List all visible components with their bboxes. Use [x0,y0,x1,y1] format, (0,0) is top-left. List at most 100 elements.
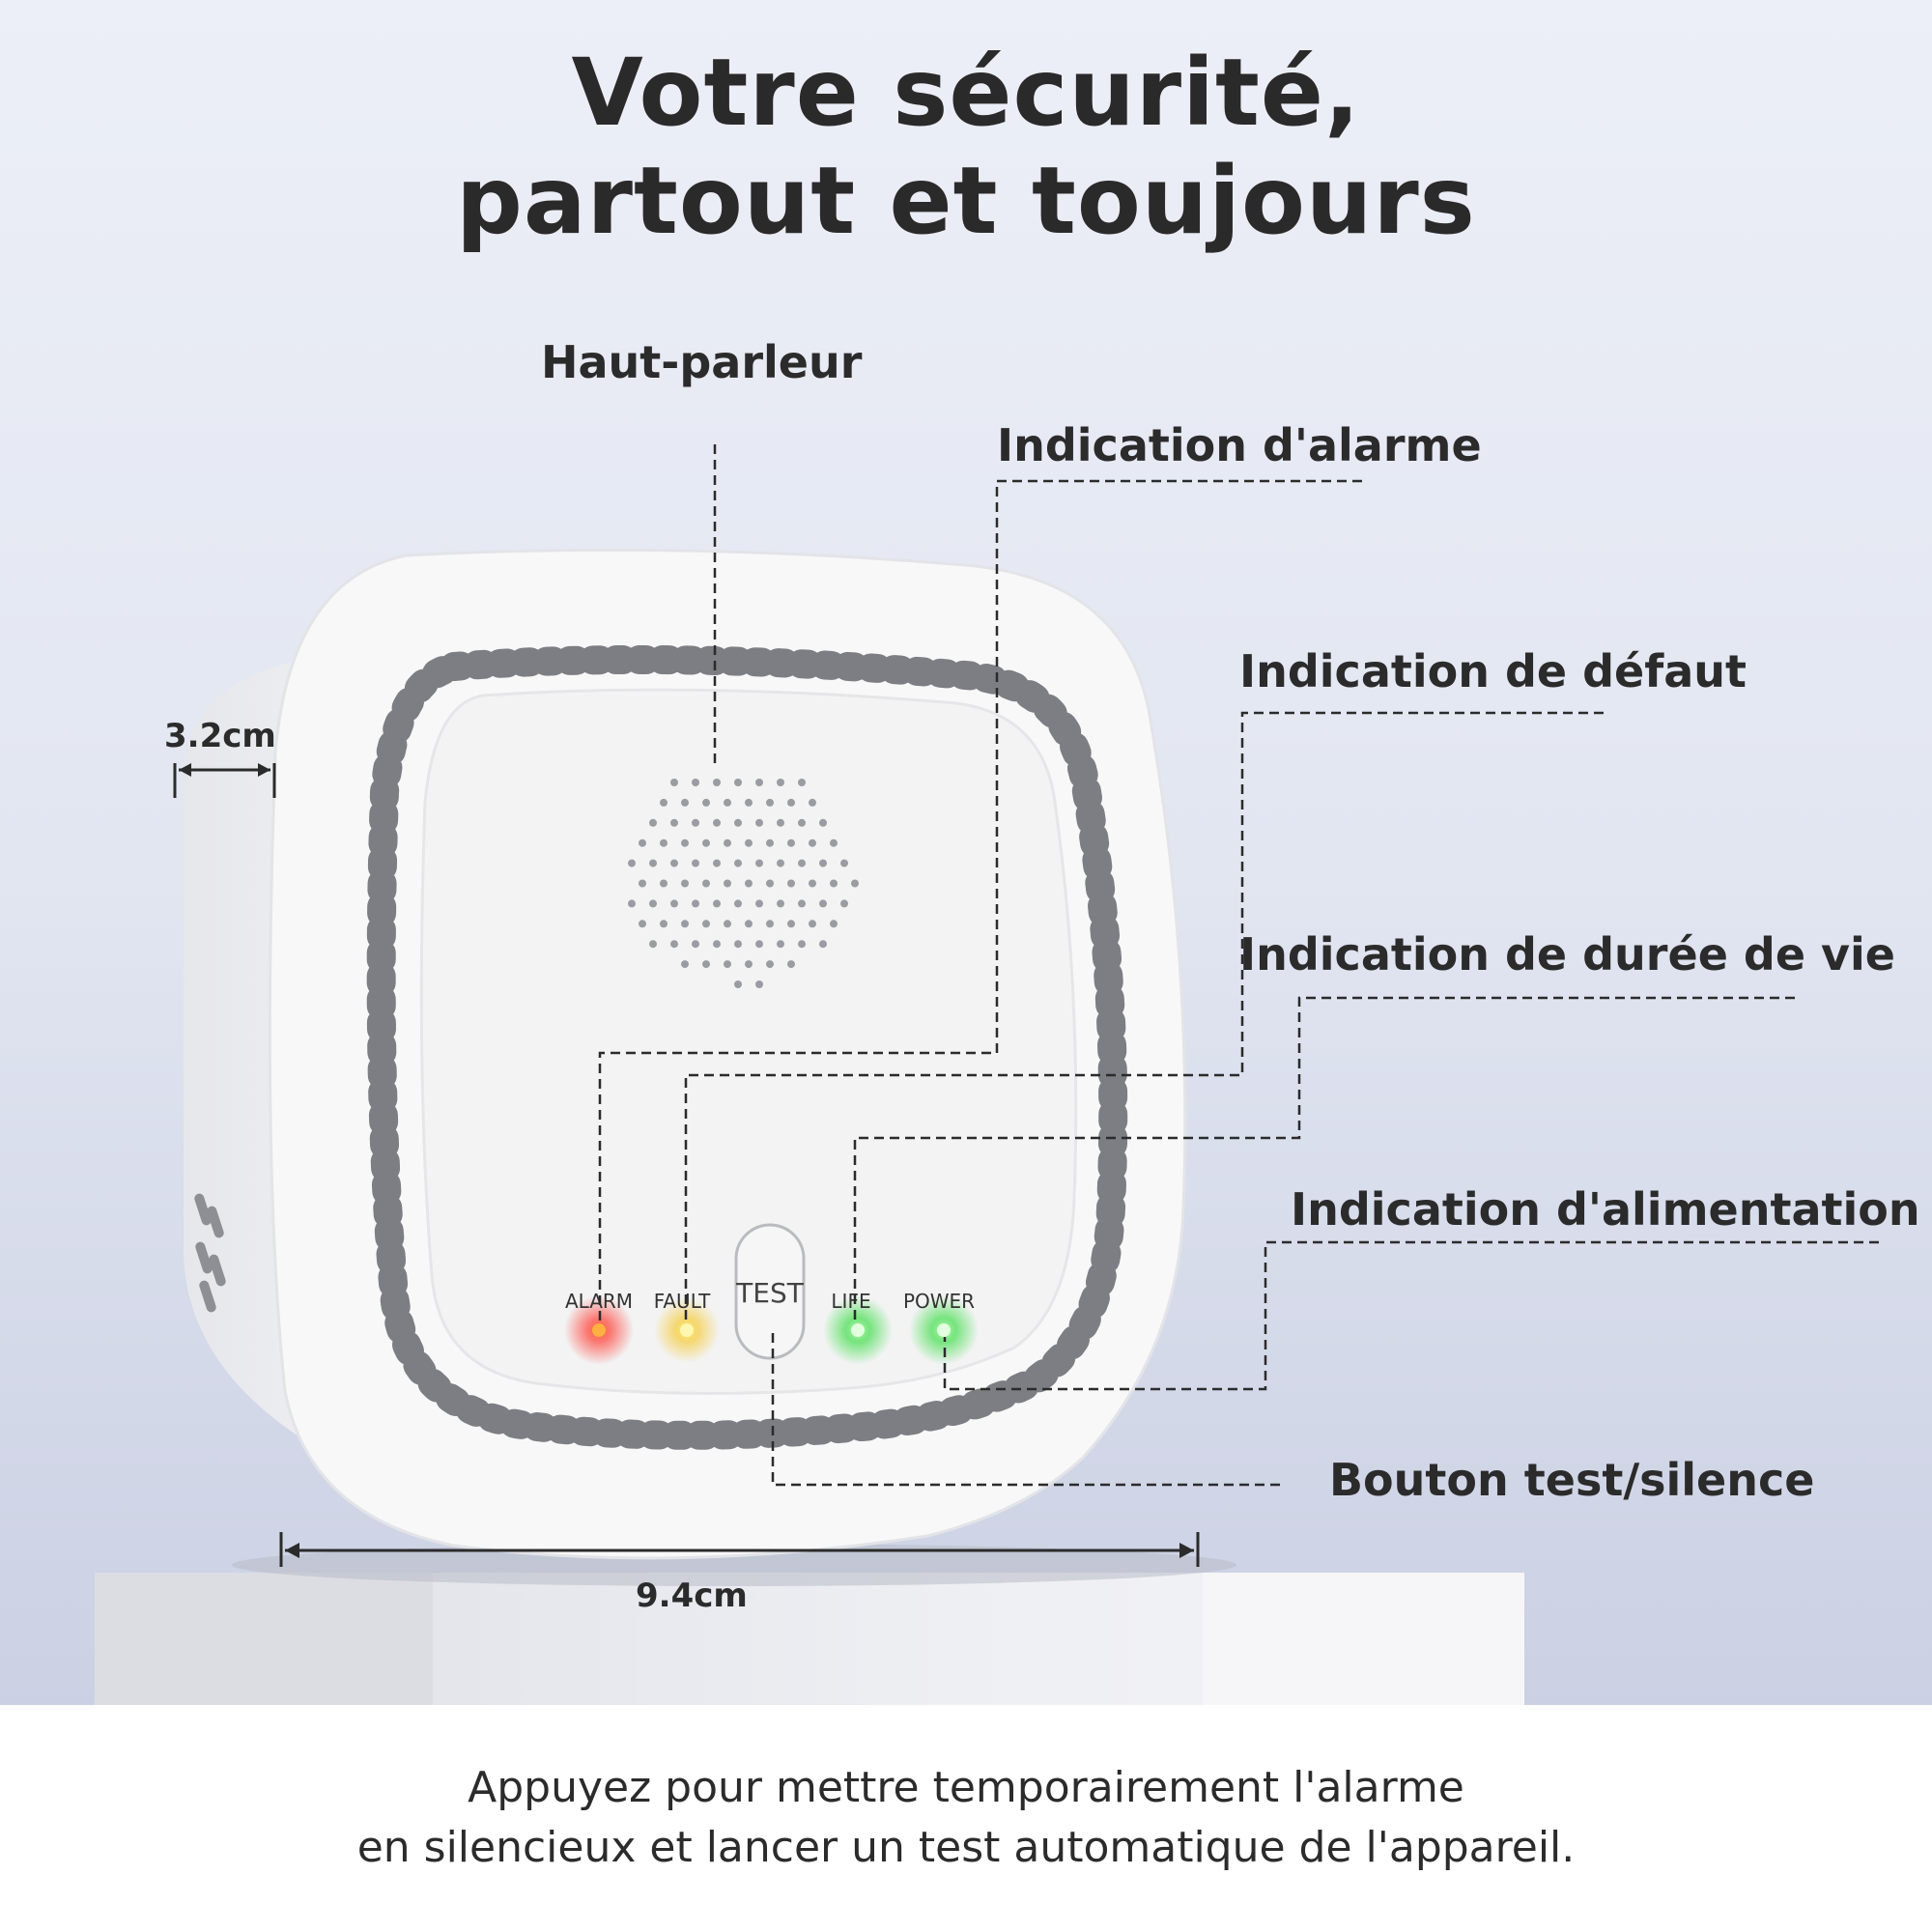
pedestal [95,1573,1524,1708]
speaker-hole [830,838,838,847]
speaker-hole [777,940,784,949]
speaker-hole [777,818,784,827]
width-arrow-right [1179,1543,1194,1558]
speaker-hole [681,798,689,807]
footer-line-2: en silencieux et lancer un test automati… [356,1823,1576,1872]
speaker-hole [724,838,731,847]
speaker-hole [809,920,816,928]
speaker-hole [724,879,731,888]
speaker-hole [851,879,859,888]
speaker-hole [681,920,689,928]
speaker-hole [819,818,827,827]
depth-arrow-right [258,763,270,777]
speaker-hole [649,899,657,908]
speaker-hole [840,899,848,908]
led-life-label: LIFE [831,1290,870,1313]
speaker-hole [755,779,763,786]
speaker-hole [702,838,710,847]
title-line-1: Votre sécurité, [571,39,1361,147]
speaker-hole [713,940,721,949]
device-shadow [232,1544,1236,1586]
speaker-hole [639,838,646,847]
test-button-leader-line [771,1333,1280,1487]
side-vent-slots [194,1193,226,1313]
speaker-hole [734,859,742,867]
speaker-hole [670,779,678,786]
speaker-hole [745,960,753,969]
title-line-2: partout et toujours [456,147,1476,255]
speaker-hole [755,818,763,827]
footer-panel [0,1705,1932,1932]
dimension-depth-label: 3.2cm [164,717,276,755]
led-fault: FAULT [654,1290,720,1363]
speaker-hole [734,899,742,908]
speaker-hole [724,798,731,807]
speaker-hole [734,940,742,949]
speaker-hole [713,899,721,908]
speaker-hole [724,960,731,969]
speaker-hole [798,940,806,949]
test-button[interactable]: TEST [734,1223,806,1360]
vent-slot-ring [366,644,1128,1450]
speaker-hole [787,920,795,928]
speaker-hole [660,798,668,807]
callout-power: Indication d'alimentation [1291,1183,1920,1236]
speaker-grille [628,779,859,988]
led-fault-label: FAULT [654,1290,711,1313]
speaker-hole [745,838,753,847]
speaker-hole [798,818,806,827]
speaker-hole [649,859,657,867]
speaker-hole [713,859,721,867]
speaker-hole [734,779,742,786]
speaker-hole [649,940,657,949]
speaker-hole [692,779,699,786]
speaker-hole [819,899,827,908]
speaker-hole [670,859,678,867]
speaker-hole [745,920,753,928]
callout-test-button: Bouton test/silence [1329,1454,1815,1506]
led-alarm: ALARM [564,1290,634,1365]
speaker-hole [628,859,636,867]
speaker-hole [692,899,699,908]
speaker-hole [787,960,795,969]
dimension-markers [173,763,1200,1567]
life-leader-line [853,996,1795,1323]
speaker-hole [766,838,774,847]
speaker-hole [713,779,721,786]
speaker-hole [649,818,657,827]
speaker-hole [734,818,742,827]
speaker-hole [787,798,795,807]
speaker-hole [787,879,795,888]
speaker-hole [809,879,816,888]
test-button-label: TEST [735,1277,805,1309]
speaker-hole [766,879,774,888]
speaker-hole [702,798,710,807]
speaker-hole [670,940,678,949]
speaker-hole [787,838,795,847]
alarm-leader-line [598,479,1362,1323]
speaker-hole [755,859,763,867]
callout-alarm: Indication d'alarme [997,419,1482,471]
speaker-hole [766,798,774,807]
speaker-hole [681,960,689,969]
device-inner-face [419,688,1078,1395]
speaker-hole [809,798,816,807]
speaker-hole [766,920,774,928]
power-leader-line [943,1240,1879,1391]
speaker-hole [692,859,699,867]
speaker-hole [702,920,710,928]
speaker-hole [670,899,678,908]
speaker-hole [628,899,636,908]
speaker-hole [777,859,784,867]
callout-lines [598,444,1879,1487]
width-arrow-left [285,1543,299,1558]
fault-leader-line [684,711,1604,1323]
speaker-hole [745,879,753,888]
speaker-hole [681,838,689,847]
speaker-hole [745,798,753,807]
depth-arrow-left [179,763,191,777]
speaker-hole [798,779,806,786]
speaker-hole [809,838,816,847]
speaker-hole [670,818,678,827]
